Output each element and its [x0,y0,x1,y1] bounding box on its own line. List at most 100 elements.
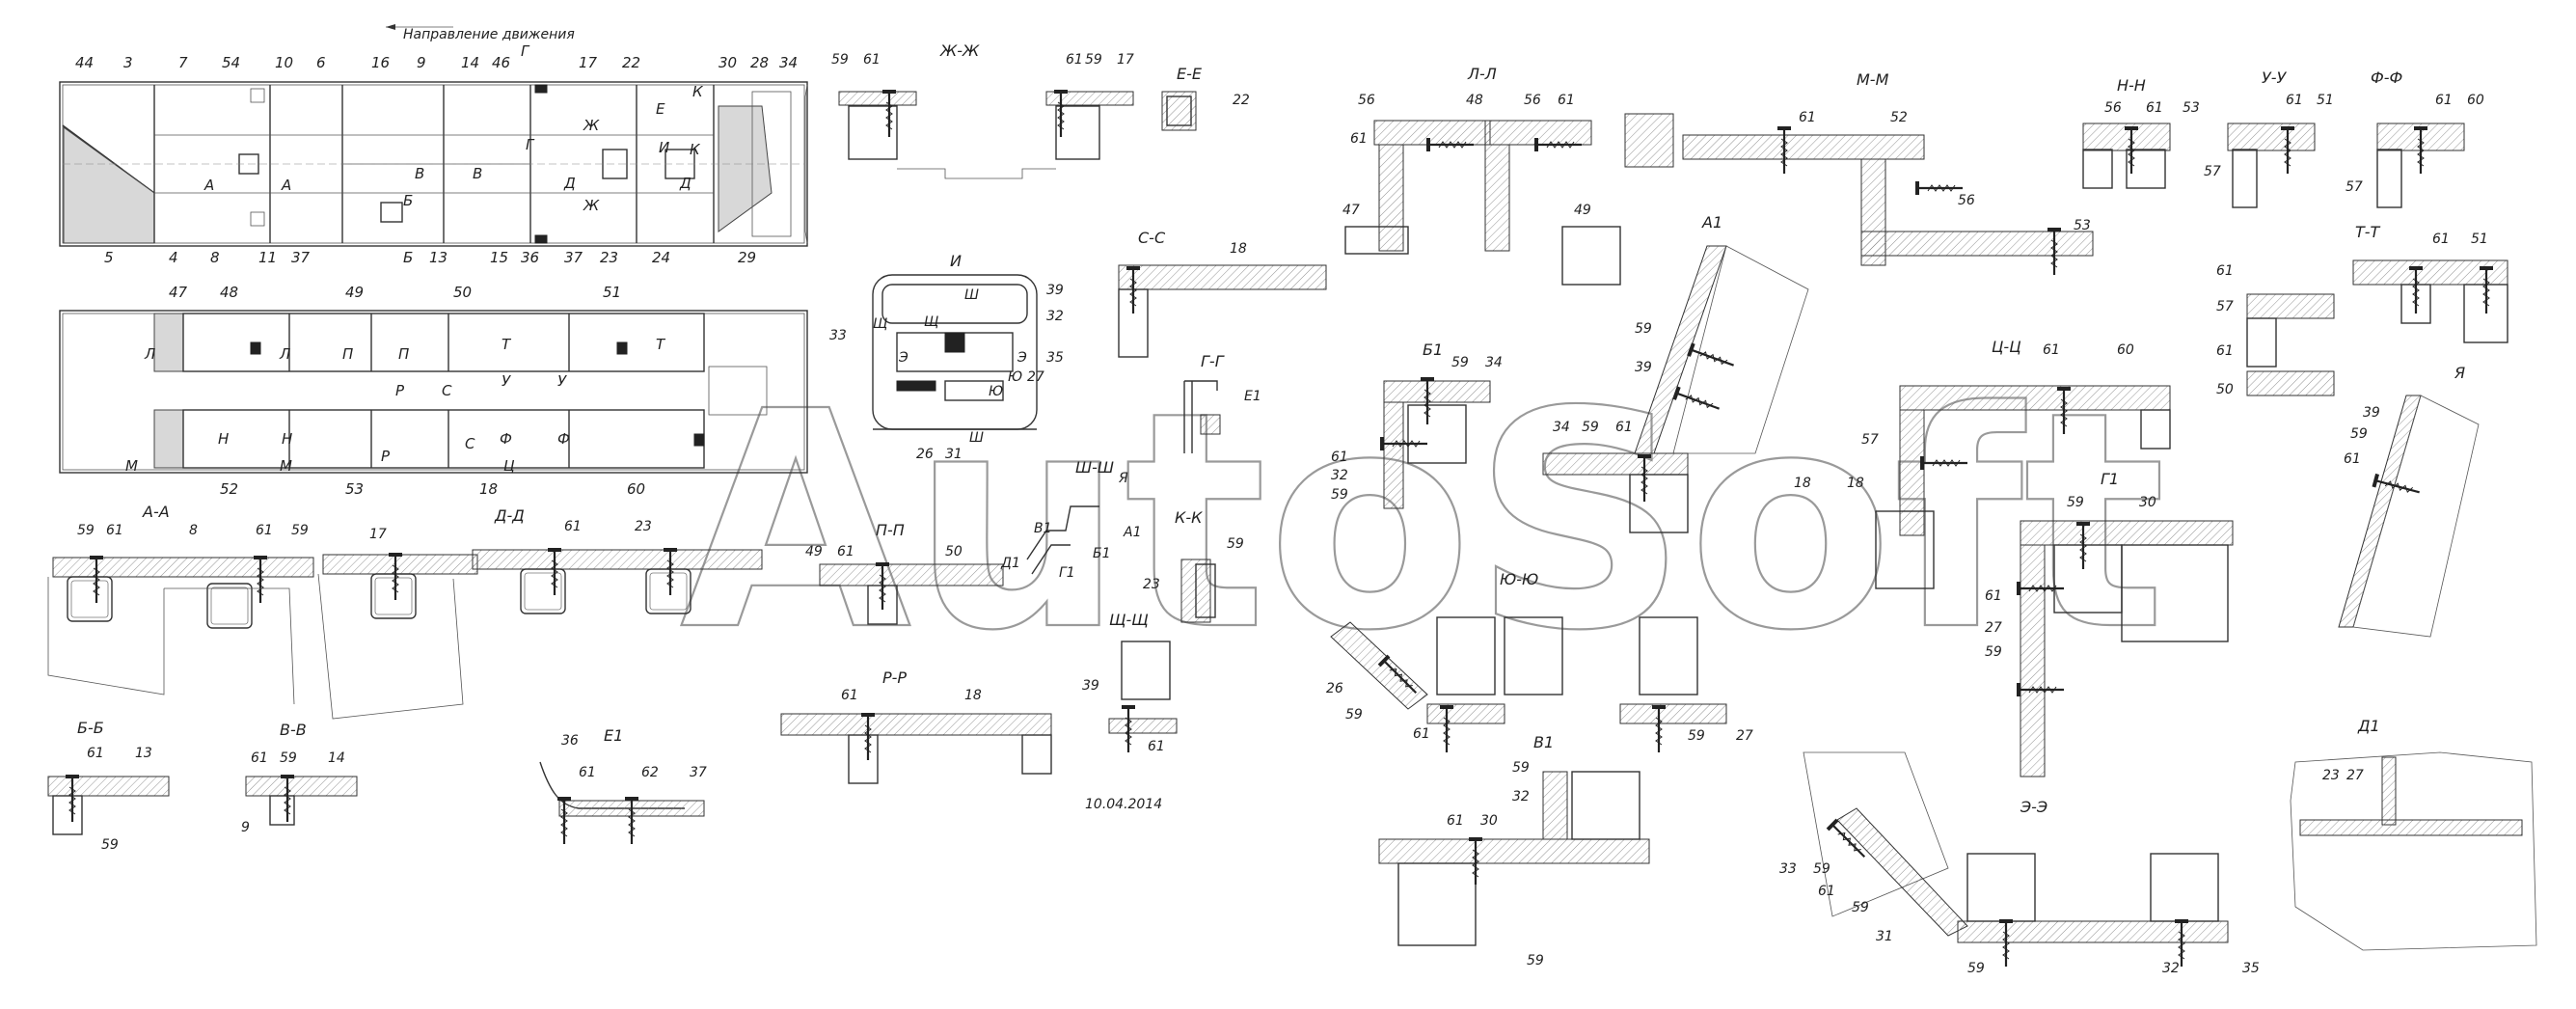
section-mark: И [659,139,669,156]
section-mark: Б [403,192,413,209]
callout-label: Б1 [1093,546,1111,561]
callout-label: 16 [371,54,390,71]
section-title: Б1 [1423,341,1443,359]
callout-label: 15 [490,249,508,266]
section-title: Б-Б [77,719,104,737]
callout-label: 18 [1230,241,1247,257]
floor-plan-bottom [59,310,808,474]
section-s-s: С-С 18 [1118,229,1327,358]
callout-label: 4 [169,249,178,266]
callout-label: 22 [622,54,640,71]
callout-label: 23 [1143,577,1160,592]
callout-label: 52 [220,480,238,498]
callout-label: 61 [1985,588,2002,604]
callout-label: 29 [738,249,756,266]
callout-label: 61 [2146,100,2163,116]
callout-label: 59 [1451,355,1469,370]
section-e-e: Е-Е 22 [1161,65,1250,131]
callout-label: 61 [863,52,881,68]
callout-label: 35 [2242,961,2260,976]
section-title: П-П [876,521,905,539]
section-title: К-К [1175,508,1203,527]
callout-label: 62 [641,765,659,780]
section-mark: Г [526,136,535,153]
callout-label: 48 [220,284,238,301]
section-mark: Ц [503,457,515,475]
section-e1: Е1 36 61 62 37 [539,726,707,846]
section-mark: У [502,372,511,390]
section-title: У-У [2262,68,2288,87]
callout-label: 32 [1331,468,1348,483]
section-title: Э-Э [2020,798,2047,816]
callout-label: Э [1017,350,1027,366]
callout-label: 61 [579,765,596,780]
section-b-b: Б-Б 61 13 59 [47,719,170,853]
section-mark: П [398,345,409,363]
section-title: С-С [1138,229,1166,247]
callout-label: 60 [2467,93,2484,108]
callout-label: Е1 [1244,389,1261,404]
callout-label: 32 [2162,961,2180,976]
callout-label: 59 [1345,707,1363,723]
section-mark: Ж [583,197,600,214]
callout-label: 61 [1799,110,1816,125]
section-mark: В [473,165,482,182]
section-mark: Н [282,430,292,448]
callout-label: 56 [2104,100,2122,116]
callout-label: 49 [345,284,364,301]
callout-label: 61 [1615,420,1633,435]
callout-label: 39 [2363,405,2380,421]
callout-label: 56 [1524,93,1541,108]
callout-label: 23 [2322,768,2340,783]
section-mark: Ж [583,117,600,134]
callout-label: 39 [1046,283,1064,298]
callout-label: Г [521,42,530,60]
callout-label: 7 [178,54,188,71]
callout-label: 33 [829,328,847,343]
callout-label: 54 [222,54,240,71]
callout-label: 61 [2344,451,2361,467]
callout-label: 51 [2471,232,2488,247]
callout-label: 27 [2346,768,2364,783]
callout-label: 59 [1582,420,1599,435]
section-title: Ц-Ц [1992,338,2021,356]
view-i: И Щ Ш Щ 39 32 33 Э Э 35 Ю Ю 27 26 31 Ш [829,252,1064,462]
callout-label: 34 [1485,355,1503,370]
callout-label: 57 [1861,432,1879,448]
callout-label: 59 [101,837,119,853]
date-stamp: 10.04.2014 [1085,797,1162,812]
callout-label: В1 [1034,521,1052,536]
callout-label: 59 [1985,644,2002,660]
callout-label: 39 [1635,360,1652,375]
section-title: Д-Д [494,506,525,525]
callout-label: 59 [1813,861,1830,877]
callout-label: Ю [989,384,1003,399]
callout-label: 32 [1046,309,1064,324]
callout-label: 18 [1794,476,1811,491]
callout-label: Г1 [1059,565,1075,581]
section-mark: Д [679,175,691,192]
callout-label: 59 [77,523,95,538]
callout-label: 14 [328,750,345,766]
callout-label: 61 [1350,131,1368,147]
callout-label: 22 [1233,93,1250,108]
callout-label: 32 [1512,789,1530,804]
callout-label: 23 [635,519,652,534]
section-f-f: Ф-Ф 61 60 57 [2346,68,2484,208]
callout-label: 49 [1574,203,1591,218]
callout-label: 34 [779,54,798,71]
callout-label: 14 [461,54,479,71]
section-d-d: Д-Д 61 23 [472,506,763,614]
callout-label: 61 [106,523,123,538]
section-mark: Т [656,336,666,353]
section-p-p: П-П 49 61 50 [805,521,1004,625]
section-mark: Л [144,345,155,363]
callout-label: А1 [1123,525,1141,540]
section-mark: Л [279,345,290,363]
callout-label: Э [898,350,908,366]
section-title: Ш-Ш [1075,458,1114,477]
section-title: Н-Н [2117,76,2146,95]
callout-label: 59 [1085,52,1102,68]
section-r-r: Р-Р 61 18 [780,668,1052,784]
callout-label: Ю [1008,369,1022,385]
